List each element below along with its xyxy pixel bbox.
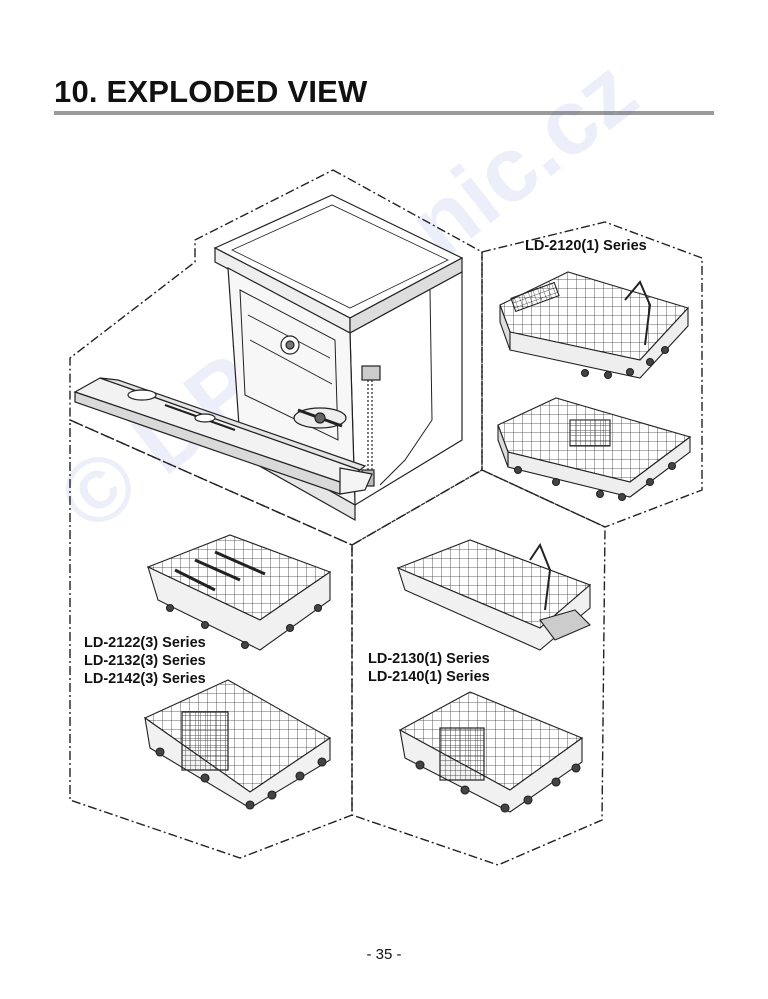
series-label-bl: LD-2122(3) Series LD-2132(3) Series LD-2…: [84, 634, 206, 688]
rack-upper-bl: [146, 534, 332, 651]
dishwasher-door: [73, 377, 373, 495]
rack-lower-tr: [497, 397, 692, 502]
rack-upper-br: [396, 539, 592, 651]
page-number: - 35 -: [366, 946, 402, 963]
series-line: LD-2120(1) Series: [525, 238, 647, 254]
series-line: LD-2130(1) Series: [368, 651, 490, 667]
title-rule: [54, 111, 714, 115]
outline-bottom-right: [351, 469, 606, 866]
page-title: 10. EXPLODED VIEW: [54, 74, 368, 109]
rack-lower-br: [398, 691, 584, 813]
series-label-br: LD-2130(1) Series LD-2140(1) Series: [368, 650, 490, 686]
series-line: LD-2122(3) Series: [84, 635, 206, 651]
rack-lower-bl: [143, 679, 332, 810]
outline-bottom-left: [69, 418, 353, 859]
rack-upper-tr: [499, 271, 690, 380]
outline-top-right: [481, 221, 703, 528]
series-line: LD-2132(3) Series: [84, 653, 206, 669]
group-outlines: [69, 169, 703, 866]
series-line: LD-2142(3) Series: [84, 671, 206, 687]
series-label-tr: LD-2120(1) Series: [525, 237, 647, 255]
series-line: LD-2140(1) Series: [368, 669, 490, 685]
